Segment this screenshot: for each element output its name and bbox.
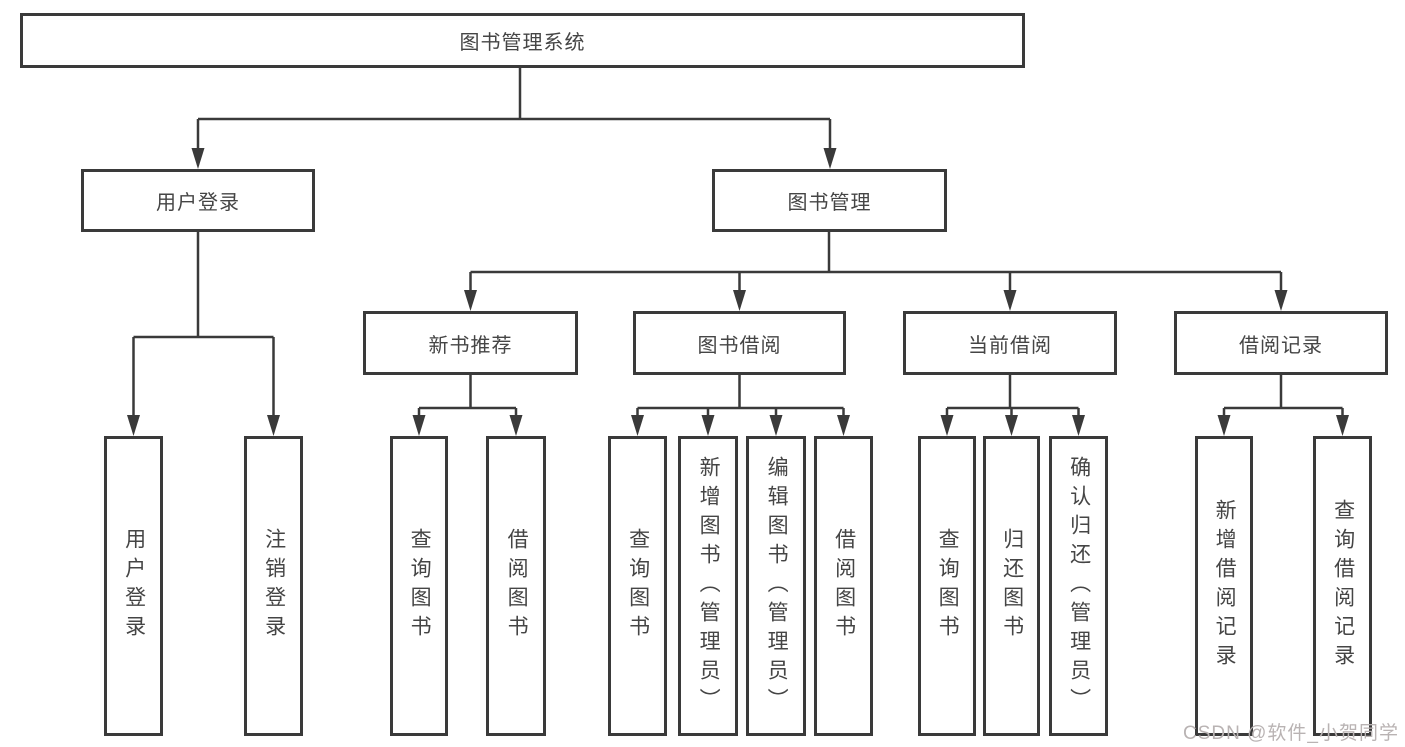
node-label: 当前借阅 (968, 334, 1052, 357)
arrow-down-icon (509, 415, 523, 436)
arrow-down-icon (267, 415, 280, 436)
arrow-down-icon (701, 415, 715, 436)
arrow-down-icon (1003, 290, 1017, 311)
leaf-label: 归还图书 (1000, 528, 1024, 644)
connector-books-branch (469, 232, 1283, 292)
connector-section-records (1222, 375, 1344, 417)
leaf-label: 借阅图书 (832, 528, 856, 644)
node-borrow-records: 借阅记录 (1174, 311, 1388, 375)
node-label: 新书推荐 (428, 334, 513, 357)
node-user-login-branch: 用户登录 (81, 169, 315, 232)
node-library-system: 图书管理系统 (20, 13, 1025, 68)
leaf-label: 查询图书 (626, 528, 650, 644)
leaf-label: 借阅图书 (505, 528, 529, 644)
arrow-down-icon (631, 415, 644, 436)
leaf-label: 编辑图书（管理员） (765, 455, 789, 717)
leaf-label: 查询图书 (936, 528, 960, 644)
watermark-text: CSDN @软件_小贺同学 (1183, 723, 1399, 744)
node-book-management: 图书管理 (712, 169, 947, 232)
node-current-borrow: 当前借阅 (903, 311, 1117, 375)
leaf-recommend-borrow-books: 借阅图书 (486, 436, 546, 736)
leaf-add-books-admin: 新增图书（管理员） (678, 436, 738, 736)
arrow-down-icon (1336, 415, 1349, 436)
leaf-recommend-query-books: 查询图书 (390, 436, 448, 736)
leaf-label: 新增借阅记录 (1213, 499, 1237, 673)
node-label: 用户登录 (156, 192, 240, 214)
arrow-down-icon (733, 290, 746, 311)
leaf-label: 新增图书（管理员） (697, 455, 721, 717)
leaf-borrow-query-books: 查询图书 (608, 436, 667, 736)
leaf-label: 用户登录 (122, 528, 146, 644)
arrow-down-icon (412, 415, 426, 436)
arrow-down-icon (1072, 415, 1085, 436)
node-label: 图书管理系统 (459, 32, 586, 54)
arrow-down-icon (1217, 415, 1231, 436)
arrow-down-icon (837, 415, 850, 436)
node-label: 图书借阅 (697, 334, 782, 357)
leaf-return-books: 归还图书 (983, 436, 1040, 736)
leaf-label: 查询图书 (408, 528, 432, 644)
leaf-add-borrow-record: 新增借阅记录 (1195, 436, 1253, 736)
leaf-label: 确认归还（管理员） (1067, 455, 1091, 717)
connector-section-borrow (636, 375, 845, 417)
leaf-current-query-books: 查询图书 (918, 436, 976, 736)
leaf-query-borrow-record: 查询借阅记录 (1313, 436, 1372, 736)
leaf-logout: 注销登录 (244, 436, 303, 736)
leaf-confirm-return-admin: 确认归还（管理员） (1049, 436, 1108, 736)
arrow-down-icon (127, 415, 140, 436)
arrow-down-icon (823, 148, 837, 169)
arrow-down-icon (940, 415, 954, 436)
arrow-down-icon (1274, 290, 1288, 311)
leaf-label: 注销登录 (262, 528, 286, 644)
connector-user-branch (132, 232, 275, 417)
leaf-edit-books-admin: 编辑图书（管理员） (746, 436, 806, 736)
node-label: 图书管理 (787, 192, 872, 214)
connector-section-recommend (417, 375, 518, 417)
arrow-down-icon (191, 148, 205, 169)
leaf-borrow-books: 借阅图书 (814, 436, 873, 736)
node-label: 借阅记录 (1239, 334, 1323, 357)
arrow-down-icon (769, 415, 783, 436)
connector-root (196, 68, 832, 150)
arrow-down-icon (1005, 415, 1018, 436)
leaf-user-login: 用户登录 (104, 436, 163, 736)
node-book-borrow: 图书借阅 (633, 311, 846, 375)
connector-section-current (945, 375, 1080, 417)
arrow-down-icon (464, 290, 477, 311)
leaf-label: 查询借阅记录 (1331, 499, 1355, 673)
node-new-book-recommend: 新书推荐 (363, 311, 578, 375)
